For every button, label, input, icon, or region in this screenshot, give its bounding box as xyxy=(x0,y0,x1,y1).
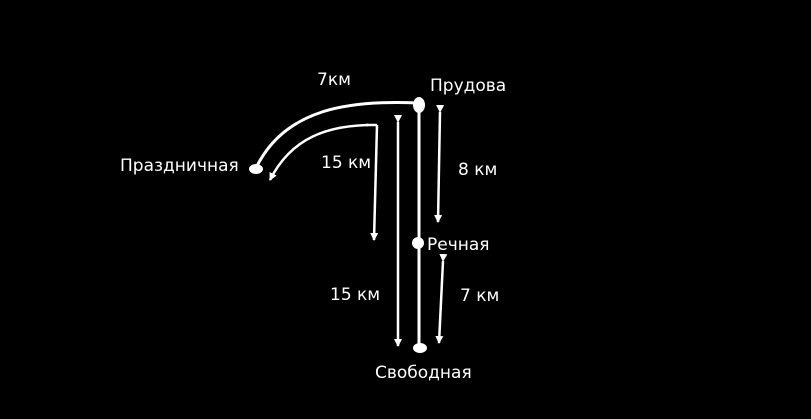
double-arrow-7km xyxy=(435,253,448,344)
distance-label-prudova-prazdnichnaya: 7км xyxy=(317,70,351,90)
inner-curve-arrow xyxy=(268,123,369,181)
station-node-prazdnichnaya xyxy=(249,164,263,174)
down-arrow-15km xyxy=(370,124,379,241)
double-arrow-8km xyxy=(434,104,445,223)
curve-route-line xyxy=(254,100,419,169)
station-node-rechnaya xyxy=(412,237,424,249)
distance-label-rechnaya-svobodnaya: 7 км xyxy=(460,286,500,306)
station-label-rechnaya: Речная xyxy=(427,235,490,255)
distance-label-route-bottom-left: 15 км xyxy=(330,285,381,305)
station-label-prazdnichnaya: Праздничная xyxy=(120,156,239,176)
station-label-prudova: Прудова xyxy=(430,76,507,96)
station-node-svobodnaya xyxy=(413,343,427,353)
distance-label-route-top-left: 15 км xyxy=(321,153,372,173)
distance-label-prudova-rechnaya: 8 км xyxy=(458,160,498,180)
station-node-prudova xyxy=(413,97,425,113)
station-label-svobodnaya: Свободная xyxy=(375,363,472,383)
